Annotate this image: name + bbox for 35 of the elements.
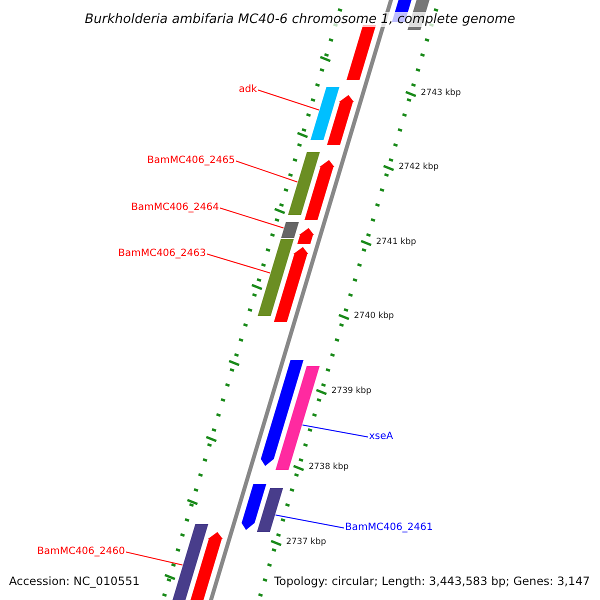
gene-bar [242,484,266,530]
gene-bar [304,160,334,220]
leader-line [206,254,271,274]
gene-bar [346,25,376,80]
gene-label: xseA [369,430,394,442]
gene-label: BamMC406_2461 [345,522,433,532]
map-info-text: Topology: circular; Length: 3,443,583 bp; Genes: 3,147 [274,575,590,588]
leader-line [236,160,298,182]
tick-label: 2742 kbp [398,163,439,172]
map-title: Burkholderia ambifaria MC40-6 chromosome 1, complete genome [84,11,516,28]
map-info-text: Accession: NC_010551 [9,575,140,588]
gene-bar [189,532,223,600]
gene-label: adk [238,84,257,94]
gene-label: BamMC406_2464 [131,202,219,212]
gene-bar [281,222,299,238]
gene-label: BamMC406_2460 [37,546,125,556]
tick-label: 2743 kbp [420,89,461,98]
gene-bar [260,360,304,466]
gene-bar [310,87,340,140]
gene-bar [288,152,320,215]
tick-label: 2738 kbp [308,463,349,472]
tick-label: 2740 kbp [354,312,394,322]
gene-bar [327,95,354,145]
gene-bar [256,488,284,532]
leader-line [126,552,183,566]
gene-bar [171,524,208,600]
leader-line [220,208,284,228]
gene-bar [258,239,294,316]
gene-label: BamMC406_2463 [118,248,206,258]
gene-bar [274,247,308,322]
tick-label: 2741 kbp [376,238,416,248]
gene-label: BamMC406_2465 [147,154,235,166]
tick-label: 2737 kbp [286,538,326,548]
tick-label: 2739 kbp [331,387,372,396]
gene-bar [297,228,314,244]
